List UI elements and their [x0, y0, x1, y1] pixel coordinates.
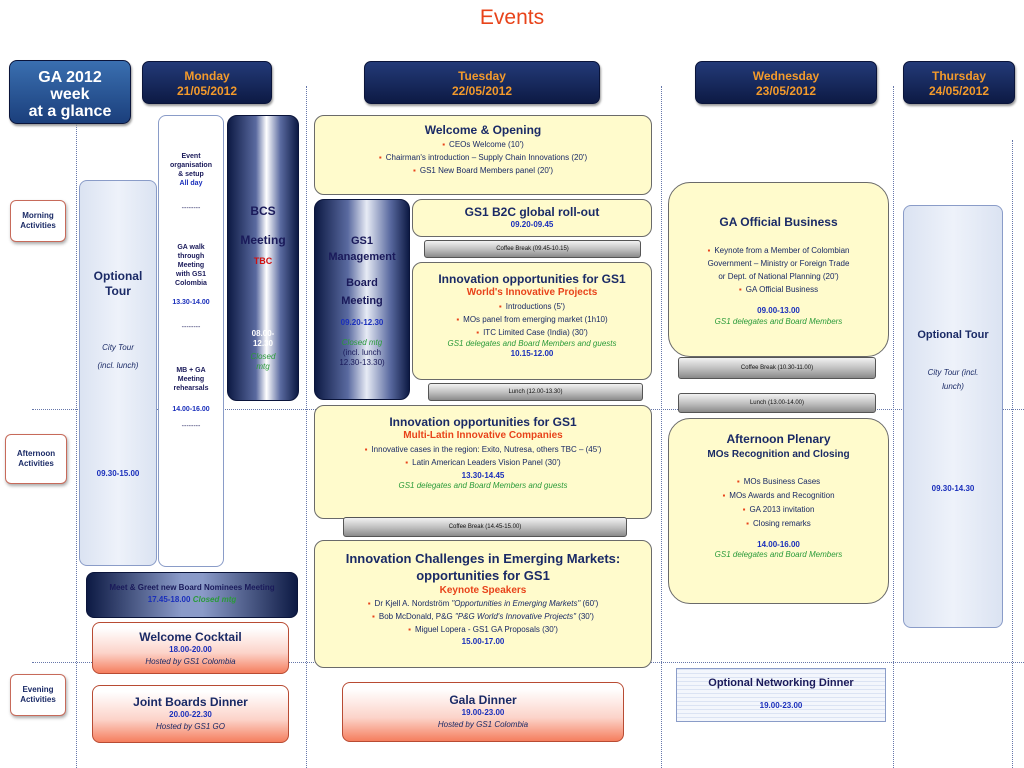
welcome-cocktail-box: Welcome Cocktail 18.00-20.00 Hosted by G… [92, 622, 289, 674]
bcs-meeting-box: BCS Meeting TBC 08.00- 12.30 Closed mtg [227, 115, 299, 401]
lunch-bar: Lunch (12.00-13.30) [428, 383, 643, 401]
divider [1012, 140, 1013, 768]
divider [893, 86, 894, 768]
innovation-challenges-box: Innovation Challenges in Emerging Market… [314, 540, 652, 668]
coffee-break-bar: Coffee Break (10.30-11.00) [678, 357, 876, 379]
divider [76, 124, 77, 768]
ga-official-business-box: GA Official Business Keynote from a Memb… [668, 182, 889, 357]
meet-greet-box: Meet & Greet new Board Nominees Meeting … [86, 572, 298, 618]
welcome-opening-box: Welcome & Opening CEOs Welcome (10') Cha… [314, 115, 652, 195]
divider [661, 86, 662, 768]
monday-activities-column: Event organisation & setup All day -----… [158, 115, 224, 567]
keynote-2: Bob McDonald, P&G "P&G World's Innovativ… [315, 612, 651, 622]
joint-boards-dinner-box: Joint Boards Dinner 20.00-22.30 Hosted b… [92, 685, 289, 743]
section-label-morning: Morning Activities [10, 200, 66, 242]
week-at-a-glance-box: GA 2012 week at a glance [9, 60, 131, 124]
afternoon-plenary-box: Afternoon Plenary MOs Recognition and Cl… [668, 418, 889, 604]
networking-dinner-box: Optional Networking Dinner 19.00-23.00 [676, 668, 886, 722]
lunch-bar: Lunch (13.00-14.00) [678, 393, 876, 413]
gala-dinner-box: Gala Dinner 19.00-23.00 Hosted by GS1 Co… [342, 682, 624, 742]
coffee-break-bar: Coffee Break (09.45-10.15) [424, 240, 641, 258]
innovation-multi-latin-box: Innovation opportunities for GS1 Multi-L… [314, 405, 652, 519]
gs1-management-board-box: GS1 Management Board Meeting 09.20-12.30… [314, 199, 410, 400]
section-label-evening: Evening Activities [10, 674, 66, 716]
coffee-break-bar: Coffee Break (14.45-15.00) [343, 517, 627, 537]
section-label-afternoon: Afternoon Activities [5, 434, 67, 484]
page-title: Events [479, 6, 545, 29]
innovation-opportunities-box: Innovation opportunities for GS1 World's… [412, 262, 652, 380]
optional-tour-thursday: Optional Tour City Tour (incl. lunch) 09… [903, 205, 1003, 628]
optional-tour-monday: Optional Tour City Tour (incl. lunch) 09… [79, 180, 157, 566]
b2c-rollout-box: GS1 B2C global roll-out 09.20-09.45 [412, 199, 652, 237]
keynote-1: Dr Kjell A. Nordström "Opportunities in … [315, 599, 651, 609]
divider [306, 86, 307, 768]
